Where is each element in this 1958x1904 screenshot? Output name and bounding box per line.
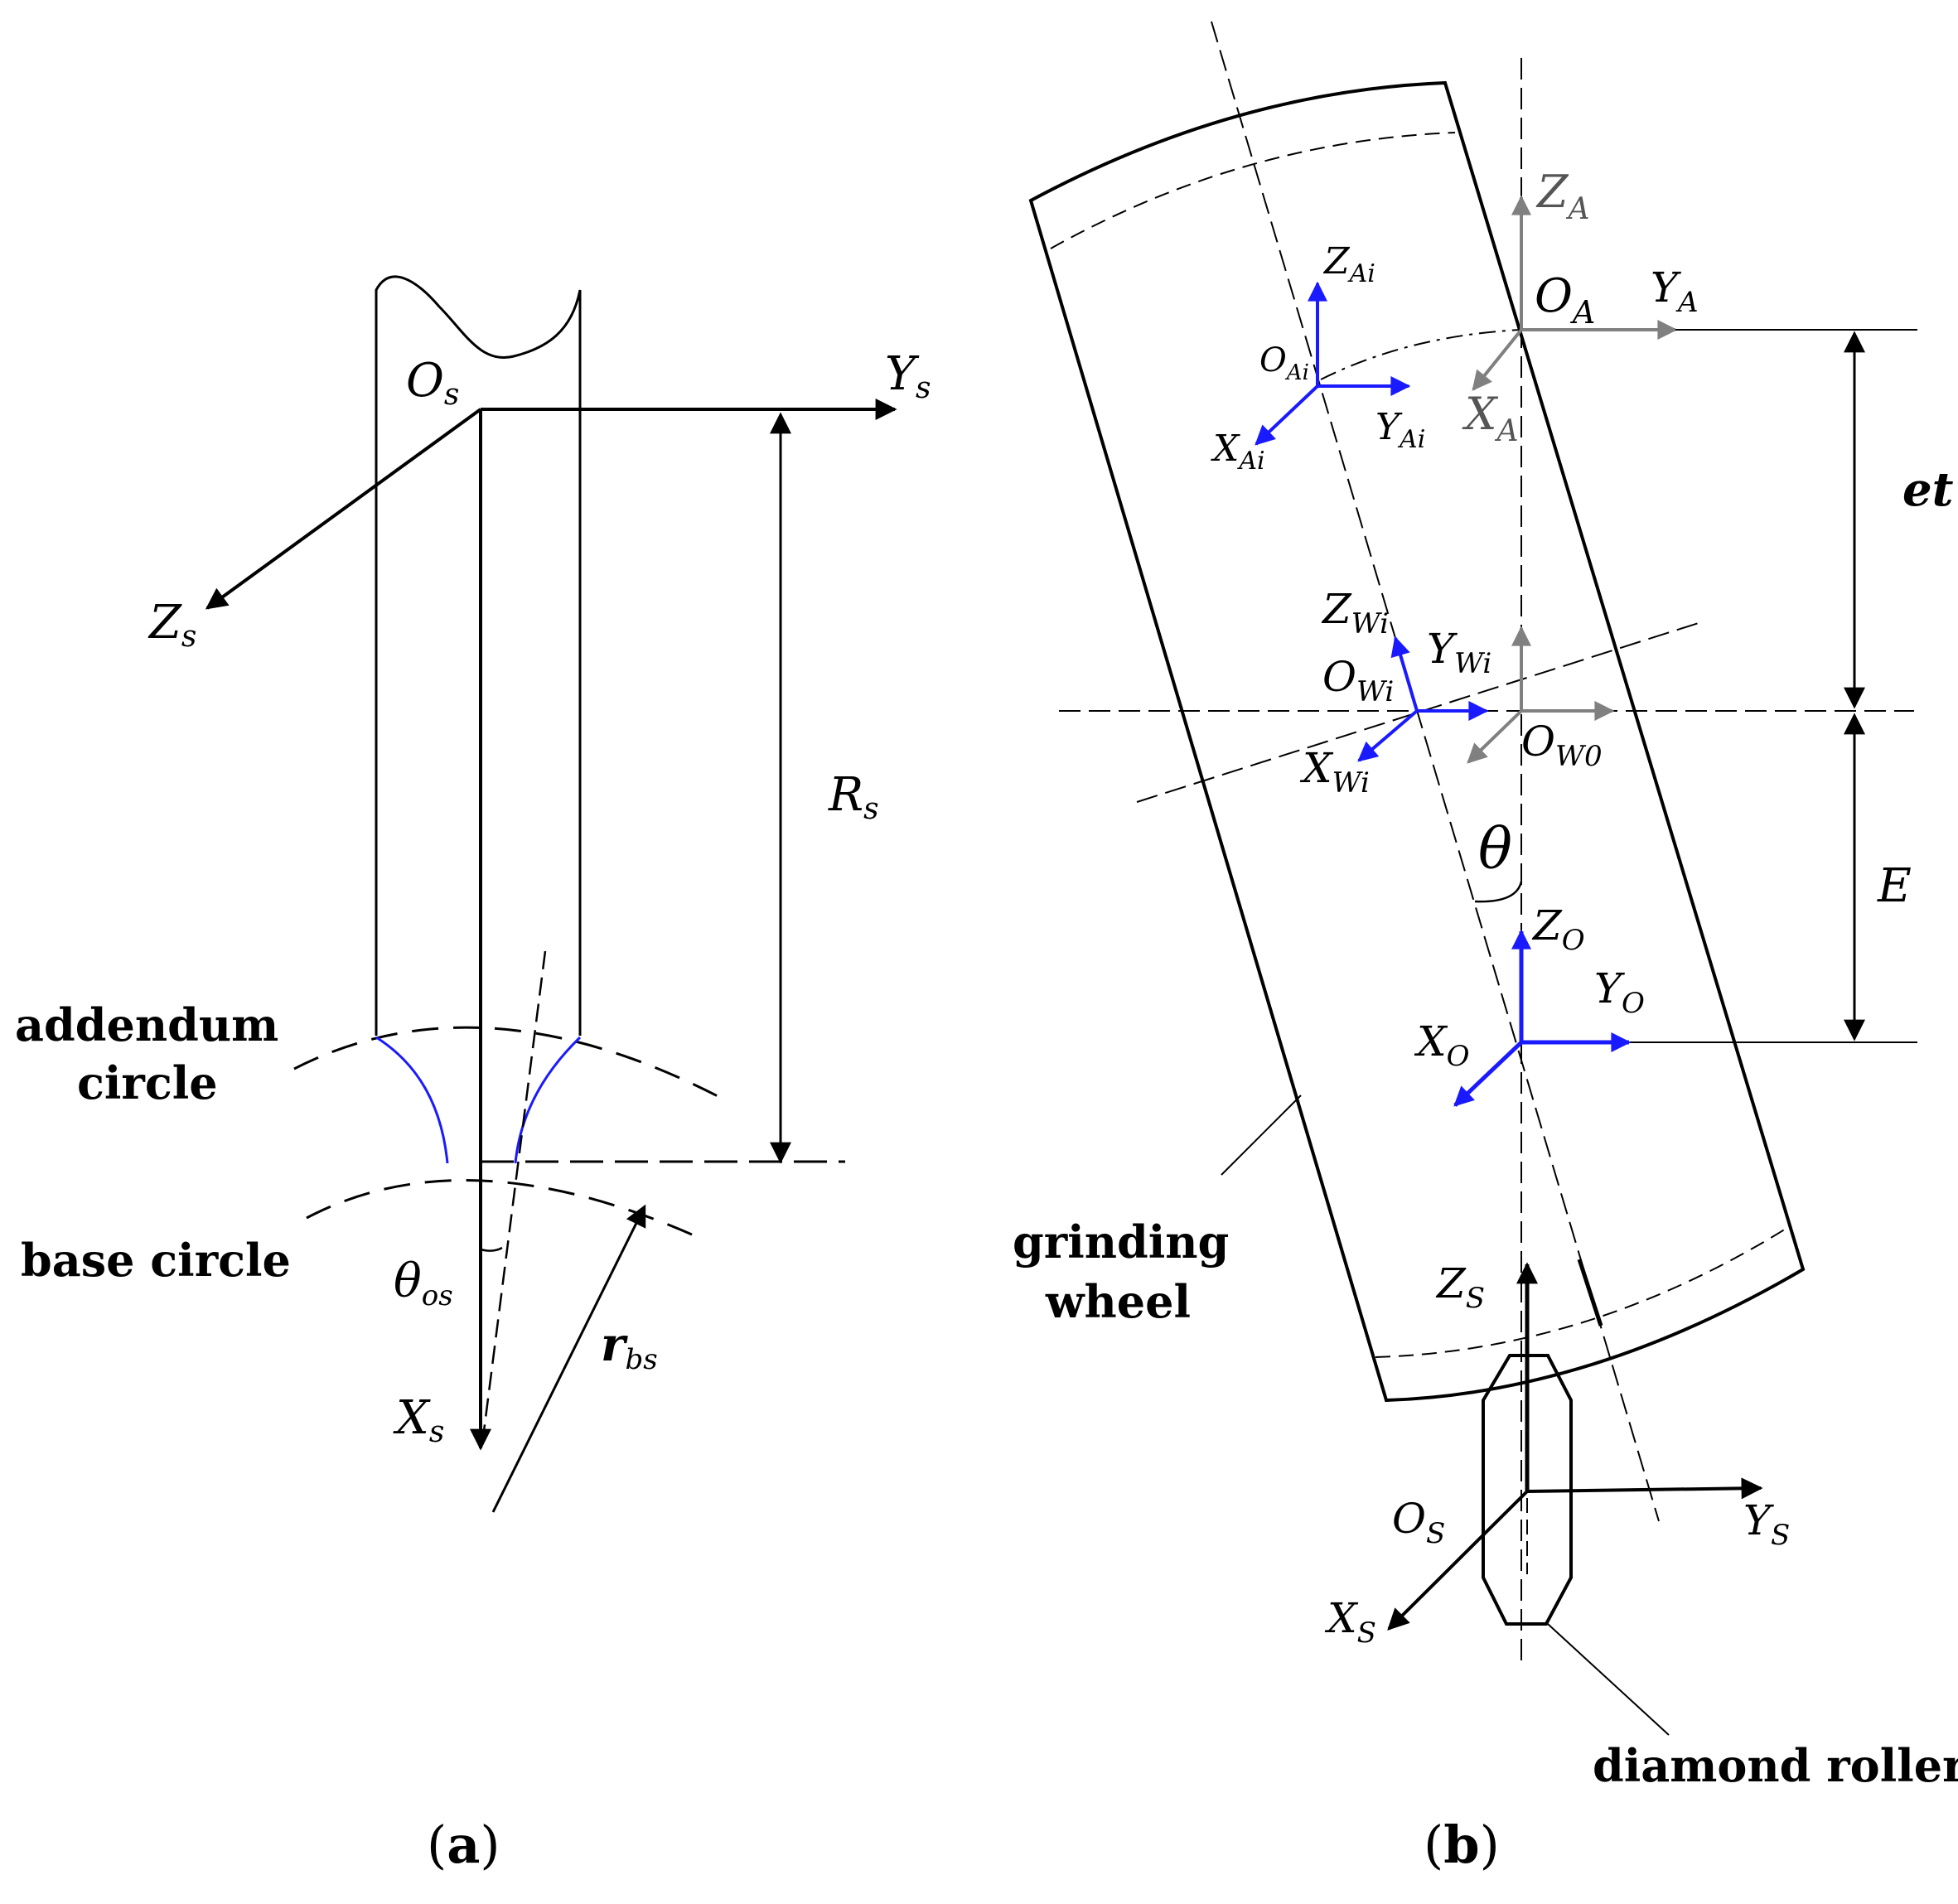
addendum-circle <box>293 1026 722 1099</box>
label-ys-b: YS <box>1743 1496 1790 1552</box>
label-ow0: OW0 <box>1521 718 1603 773</box>
caption-b: (b) <box>1424 1815 1500 1875</box>
label-base-circle: base circle <box>21 1234 291 1287</box>
label-xa: XA <box>1462 388 1518 448</box>
label-zai: ZAi <box>1322 240 1375 288</box>
label-et: et <box>1902 462 1954 517</box>
label-os-b: OS <box>1392 1495 1445 1550</box>
panel-b: ZA OA YA XA ZAi OAi YAi XAi ZWi YWi OWi … <box>1013 21 1958 1875</box>
xwi-axis <box>1357 709 1419 762</box>
theta-arc <box>1474 881 1523 903</box>
oa-dashdot-arc <box>1320 329 1522 380</box>
tooth-profile-right <box>514 1036 582 1164</box>
tilted-wi-line <box>1136 621 1704 803</box>
label-yai: YAi <box>1375 406 1425 454</box>
label-oa: OA <box>1535 269 1595 331</box>
label-xo: XO <box>1414 1017 1470 1073</box>
label-os: Os <box>406 354 459 412</box>
caption-a: (a) <box>427 1815 500 1875</box>
wheel-inner-arc-top <box>1050 132 1456 249</box>
label-xs-b: XS <box>1324 1594 1376 1650</box>
wheel-axis-line <box>1211 21 1660 1522</box>
label-zwi: ZWi <box>1321 585 1389 640</box>
label-zs-b: ZS <box>1435 1259 1485 1315</box>
label-za: ZA <box>1535 166 1590 226</box>
label-rs: Rs <box>828 768 879 826</box>
xai-axis <box>1255 384 1319 446</box>
label-e: E <box>1877 859 1912 913</box>
label-grinding: grinding <box>1013 1215 1229 1269</box>
label-theta: θ <box>1478 817 1512 882</box>
label-xwi: XWi <box>1299 744 1370 800</box>
label-theta-os: θos <box>394 1254 453 1312</box>
label-oai: OAi <box>1259 341 1309 385</box>
label-xs: Xs <box>393 1391 444 1449</box>
label-ya: YA <box>1651 263 1699 319</box>
label-addendum-circle: circle <box>77 1056 218 1109</box>
tooth-profile-left <box>375 1036 449 1164</box>
grinding-wheel-leader <box>1221 1095 1302 1176</box>
label-zs: Zs <box>147 596 196 654</box>
xa-axis <box>1472 328 1523 391</box>
xs-axis-b <box>1387 1490 1529 1631</box>
label-wheel: wheel <box>1045 1275 1191 1328</box>
zs-axis <box>205 408 482 610</box>
panel-a: Os Ys Zs Rs Xs θos rbs addendum circle b… <box>15 275 931 1875</box>
theta-os-line <box>481 950 547 1438</box>
diamond-roller <box>1482 1354 1573 1626</box>
label-addendum: addendum <box>15 998 278 1051</box>
diamond-roller-leader <box>1547 1623 1670 1736</box>
label-diamond-roller: diamond roller <box>1593 1739 1958 1792</box>
tooth-outline <box>375 275 582 1036</box>
theta-os-arc <box>480 1246 503 1252</box>
xo-axis <box>1453 1041 1523 1107</box>
label-rbs: rbs <box>601 1317 658 1376</box>
label-zo: ZO <box>1531 901 1585 957</box>
label-yo: YO <box>1594 964 1645 1020</box>
label-ys: Ys <box>885 347 931 405</box>
wheel-inner-arc-bottom <box>1375 1225 1791 1358</box>
rbs-arrow <box>491 1204 646 1513</box>
xw0-axis <box>1467 709 1523 764</box>
zwi-axis <box>1390 635 1419 712</box>
wheel-profile-segment <box>1577 1259 1603 1327</box>
label-ywi: YWi <box>1427 625 1491 680</box>
ys-axis-b <box>1526 1477 1763 1500</box>
label-xai: XAi <box>1211 428 1265 476</box>
label-owi: OWi <box>1322 653 1394 708</box>
grinding-wheel-outline <box>1028 80 1806 1403</box>
